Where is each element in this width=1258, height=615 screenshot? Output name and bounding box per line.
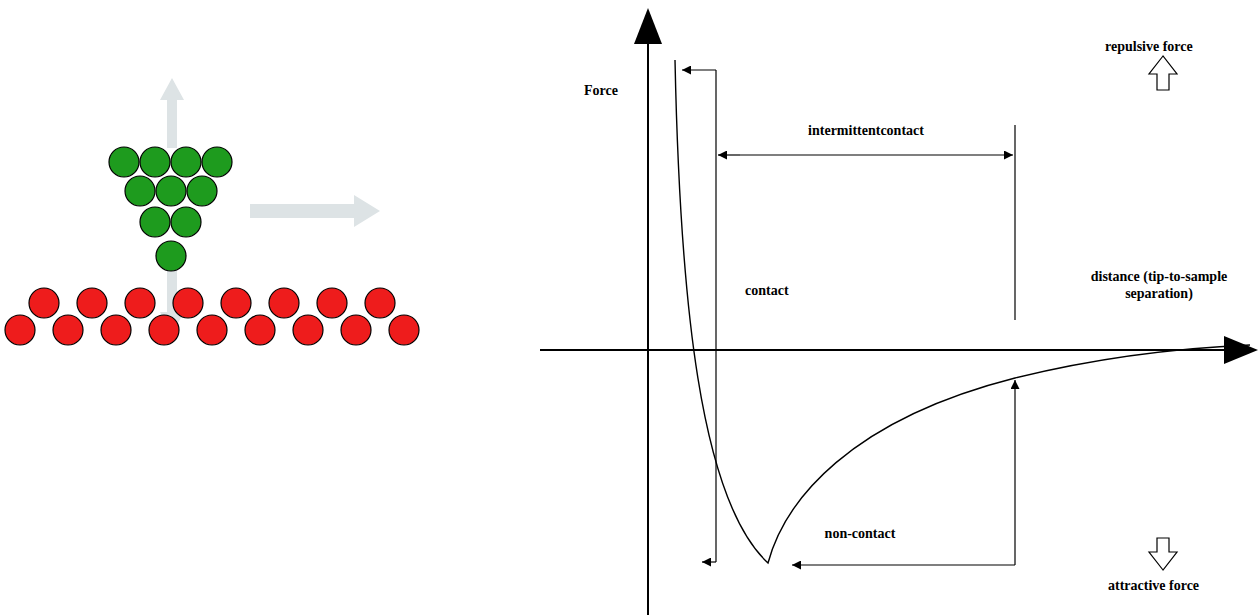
axis-label: Force: [584, 82, 618, 99]
motion-arrows: [160, 78, 380, 334]
axis-label: distance (tip-to-sample separation): [1064, 268, 1254, 302]
axes: [540, 8, 1258, 615]
force-direction-label: attractive force: [1108, 577, 1199, 594]
direction-arrows: [1149, 56, 1177, 570]
tip-atoms: [109, 147, 232, 271]
sample-atoms: [5, 288, 419, 345]
range-label: non-contact: [825, 525, 896, 542]
range-label: intermittentcontact: [808, 122, 924, 139]
force-curve: [675, 60, 1250, 563]
range-brackets: [682, 70, 1015, 565]
force-direction-label: repulsive force: [1105, 38, 1193, 55]
range-label: contact: [745, 282, 789, 299]
